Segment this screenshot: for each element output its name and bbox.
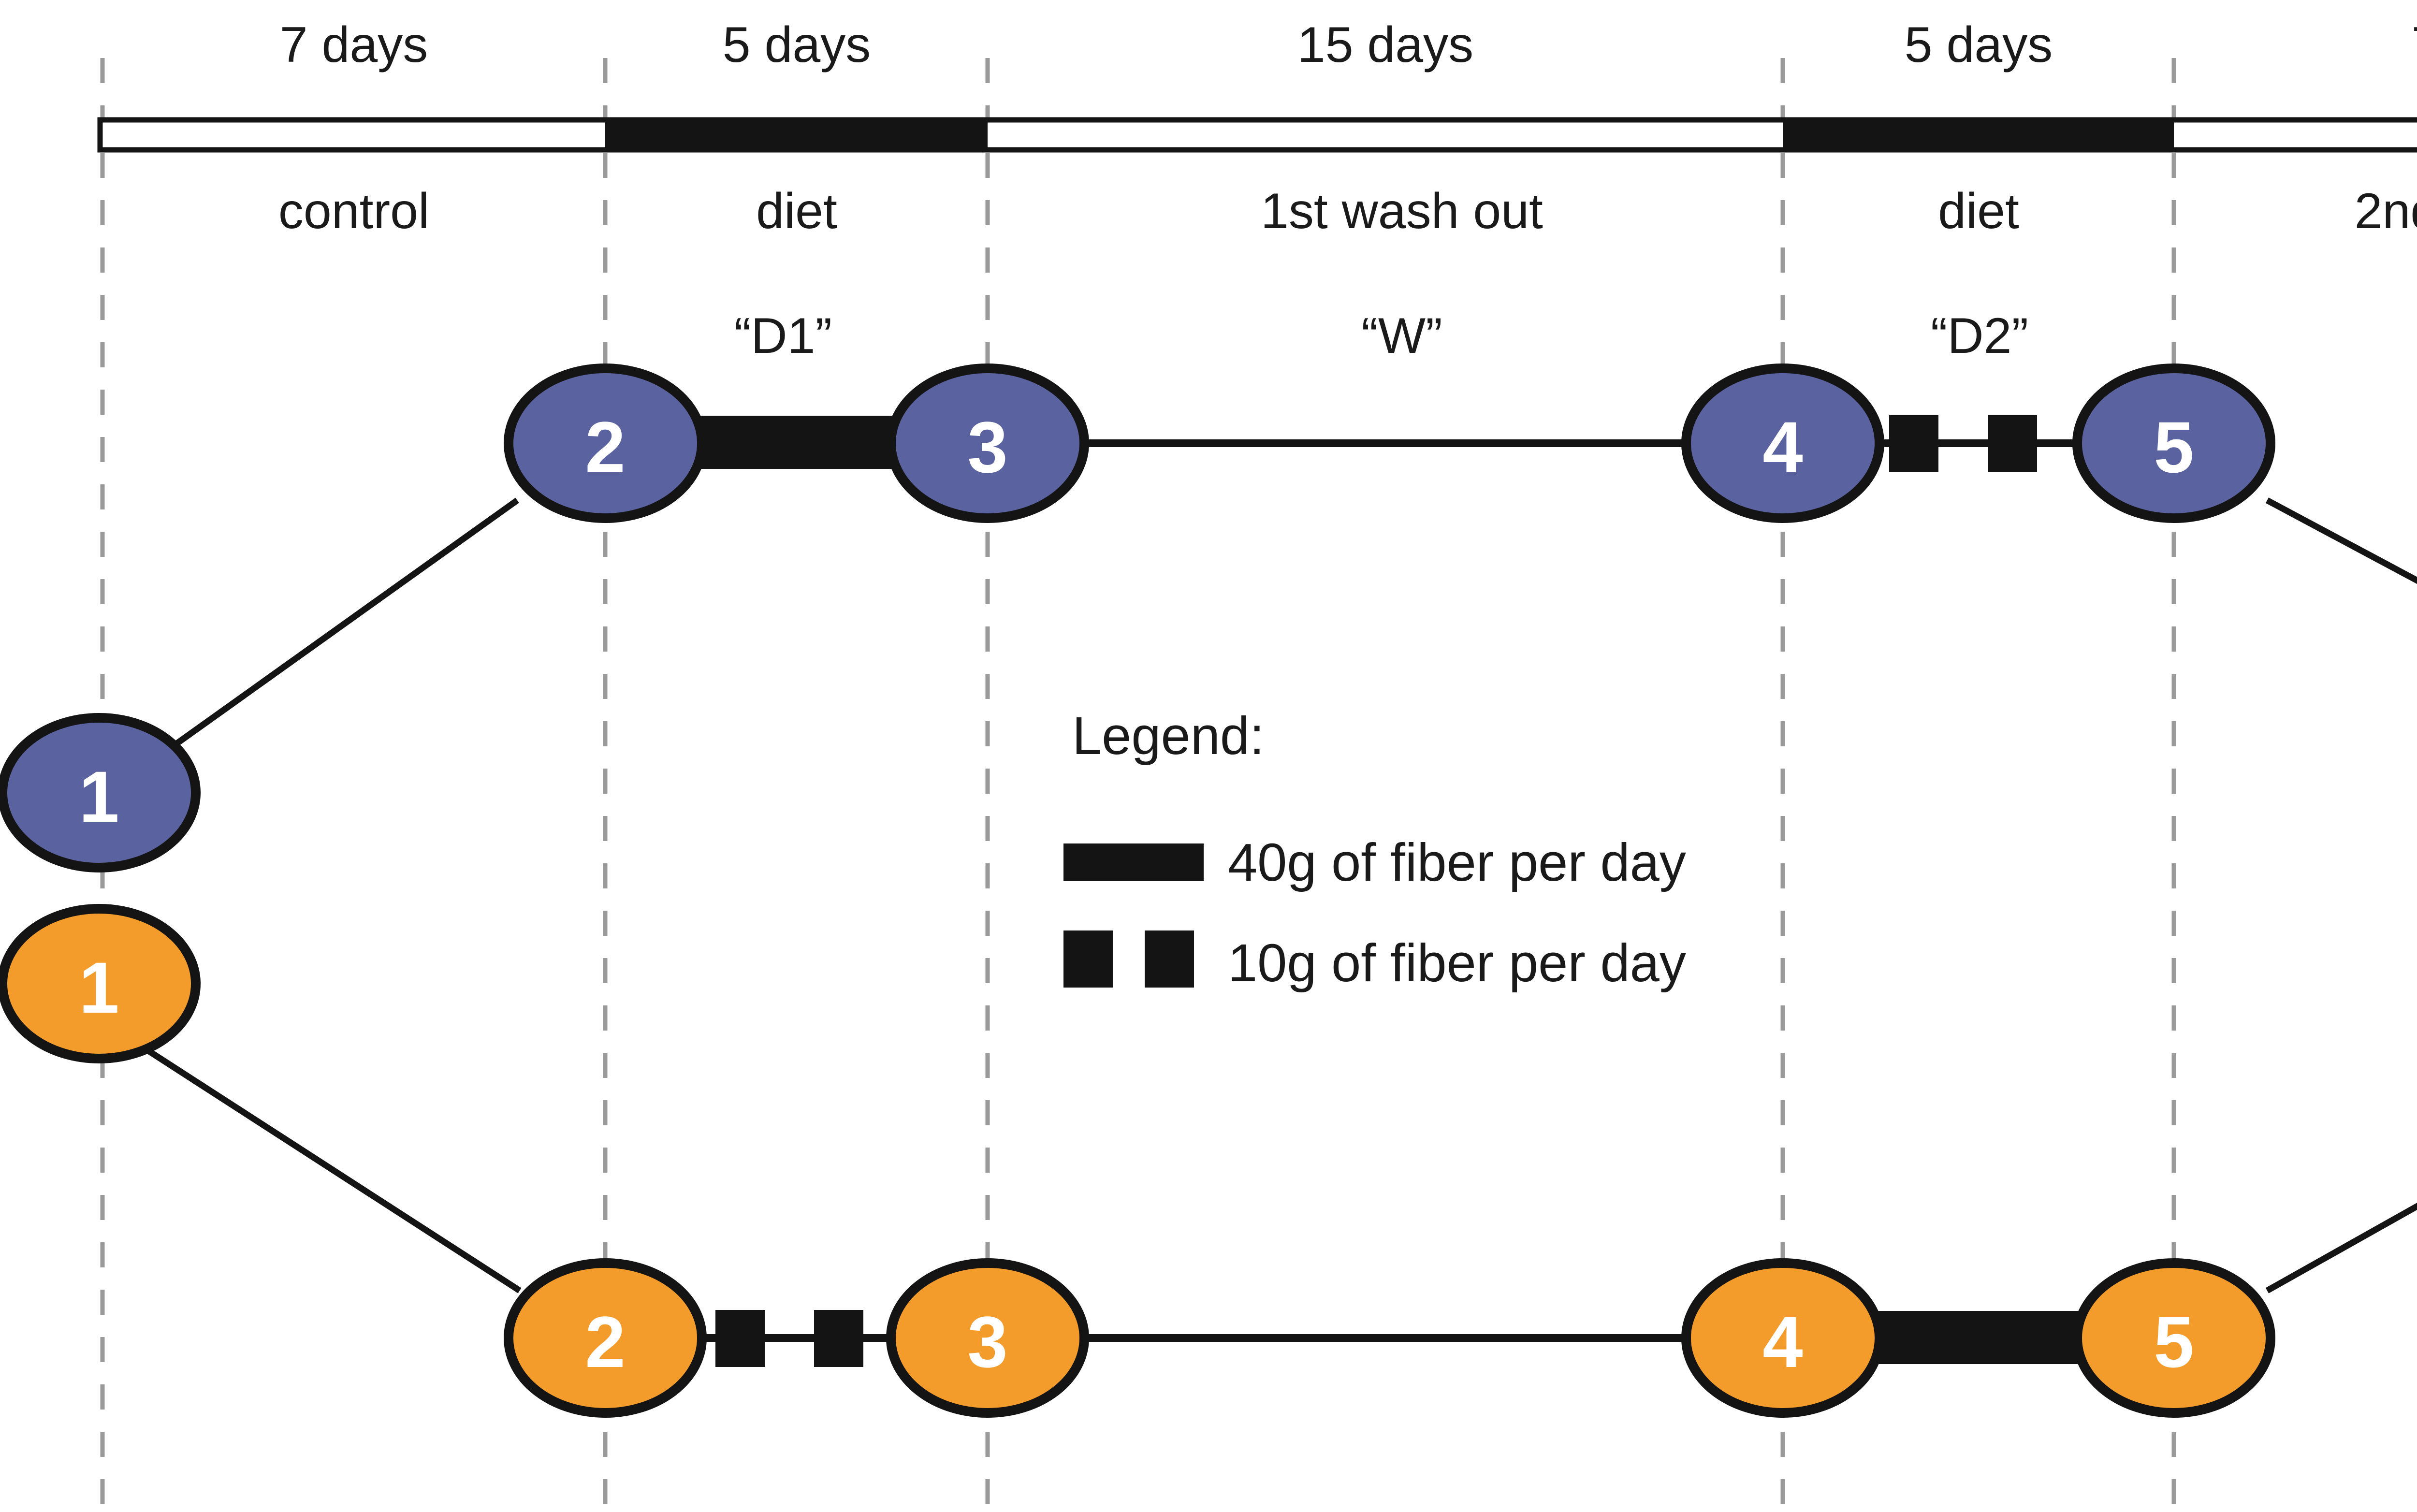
node-blue-4[interactable]: 4 bbox=[1681, 363, 1884, 523]
duration-label-washout2: 7 days bbox=[2412, 17, 2417, 73]
node-orange-2-shape[interactable] bbox=[504, 1258, 707, 1418]
phase-labels: control diet 1st wash out diet 2nd wash … bbox=[278, 183, 2417, 239]
duration-label-diet2: 5 days bbox=[1905, 17, 2053, 73]
arm-orange-nodes: 1 2 3 4 5 6 bbox=[0, 904, 2275, 1418]
node-blue-3-label: 3 bbox=[967, 407, 1007, 488]
node-orange-1[interactable]: 1 bbox=[0, 904, 201, 1063]
phase-label-diet2: diet bbox=[1938, 183, 2019, 239]
connector-orange-1-2 bbox=[129, 1036, 522, 1294]
connector-orange-2-3-dash-2 bbox=[814, 1310, 863, 1367]
legend-label-40g: 40g of fiber per day bbox=[1228, 833, 1686, 892]
edge-label-d2: “D2” bbox=[1931, 308, 2028, 364]
arm-orange-connectors bbox=[129, 1036, 2417, 1367]
duration-label-control: 7 days bbox=[280, 17, 428, 73]
connector-orange-5-6 bbox=[2265, 1203, 2417, 1294]
node-blue-3-shape[interactable] bbox=[886, 363, 1089, 523]
guide-lines bbox=[100, 58, 2176, 1508]
arm-blue-nodes: 1 2 3 4 5 6 bbox=[0, 363, 2275, 872]
node-blue-5[interactable]: 5 bbox=[2072, 363, 2275, 523]
connector-blue-4-5-dash-2 bbox=[1988, 415, 2037, 472]
node-blue-5-shape[interactable] bbox=[2072, 363, 2275, 523]
timeline-bar bbox=[97, 117, 2417, 153]
phase-label-diet1: diet bbox=[756, 183, 837, 239]
node-orange-3[interactable]: 3 bbox=[886, 1258, 1089, 1418]
node-orange-2-label: 2 bbox=[585, 1301, 625, 1382]
node-blue-5-label: 5 bbox=[2154, 407, 2194, 488]
node-orange-1-label: 1 bbox=[79, 947, 119, 1028]
connector-blue-5-6 bbox=[2265, 497, 2417, 584]
node-orange-3-label: 3 bbox=[967, 1301, 1007, 1382]
duration-label-washout1: 15 days bbox=[1297, 17, 1473, 73]
node-orange-4-shape[interactable] bbox=[1681, 1258, 1884, 1418]
node-blue-4-label: 4 bbox=[1762, 407, 1803, 488]
node-blue-3[interactable]: 3 bbox=[886, 363, 1089, 523]
edge-labels: “D1” “W” “D2” bbox=[734, 308, 2028, 364]
edge-label-d1: “D1” bbox=[734, 308, 832, 364]
node-orange-2[interactable]: 2 bbox=[504, 1258, 707, 1418]
node-orange-5-label: 5 bbox=[2154, 1301, 2194, 1382]
node-blue-1-label: 1 bbox=[79, 756, 119, 837]
node-blue-4-shape[interactable] bbox=[1681, 363, 1884, 523]
node-blue-2-label: 2 bbox=[585, 407, 625, 488]
arm-blue-connectors bbox=[143, 415, 2417, 769]
legend-label-10g: 10g of fiber per day bbox=[1228, 933, 1686, 993]
legend: Legend: 40g of fiber per day 10g of fibe… bbox=[1063, 706, 1686, 993]
node-orange-1-shape[interactable] bbox=[0, 904, 201, 1063]
timeline-segment-diet1 bbox=[605, 117, 988, 152]
phase-label-control: control bbox=[278, 183, 429, 239]
legend-title: Legend: bbox=[1072, 706, 1265, 766]
duration-label-diet1: 5 days bbox=[723, 17, 871, 73]
connector-blue-1-2 bbox=[143, 497, 519, 769]
node-blue-1[interactable]: 1 bbox=[0, 713, 201, 872]
node-orange-4-label: 4 bbox=[1762, 1301, 1803, 1382]
edge-label-w: “W” bbox=[1361, 308, 1442, 364]
legend-swatch-solid-bar bbox=[1063, 843, 1204, 881]
duration-labels: 7 days 5 days 15 days 5 days 7 days bbox=[280, 17, 2417, 73]
legend-swatch-dashed-bar-1 bbox=[1063, 930, 1113, 988]
node-orange-4[interactable]: 4 bbox=[1681, 1258, 1884, 1418]
connector-blue-4-5-dash-1 bbox=[1889, 415, 1938, 472]
node-blue-2-shape[interactable] bbox=[504, 363, 707, 523]
node-orange-5-shape[interactable] bbox=[2072, 1258, 2275, 1418]
node-blue-1-shape[interactable] bbox=[0, 713, 201, 872]
connector-orange-2-3-dash-1 bbox=[715, 1310, 765, 1367]
node-blue-2[interactable]: 2 bbox=[504, 363, 707, 523]
timeline-segment-diet2 bbox=[1783, 117, 2174, 152]
node-orange-5[interactable]: 5 bbox=[2072, 1258, 2275, 1418]
node-orange-3-shape[interactable] bbox=[886, 1258, 1089, 1418]
phase-label-washout1: 1st wash out bbox=[1261, 183, 1543, 239]
legend-swatch-dashed-bar-2 bbox=[1145, 930, 1194, 988]
phase-label-washout2: 2nd wash out bbox=[2355, 183, 2417, 239]
